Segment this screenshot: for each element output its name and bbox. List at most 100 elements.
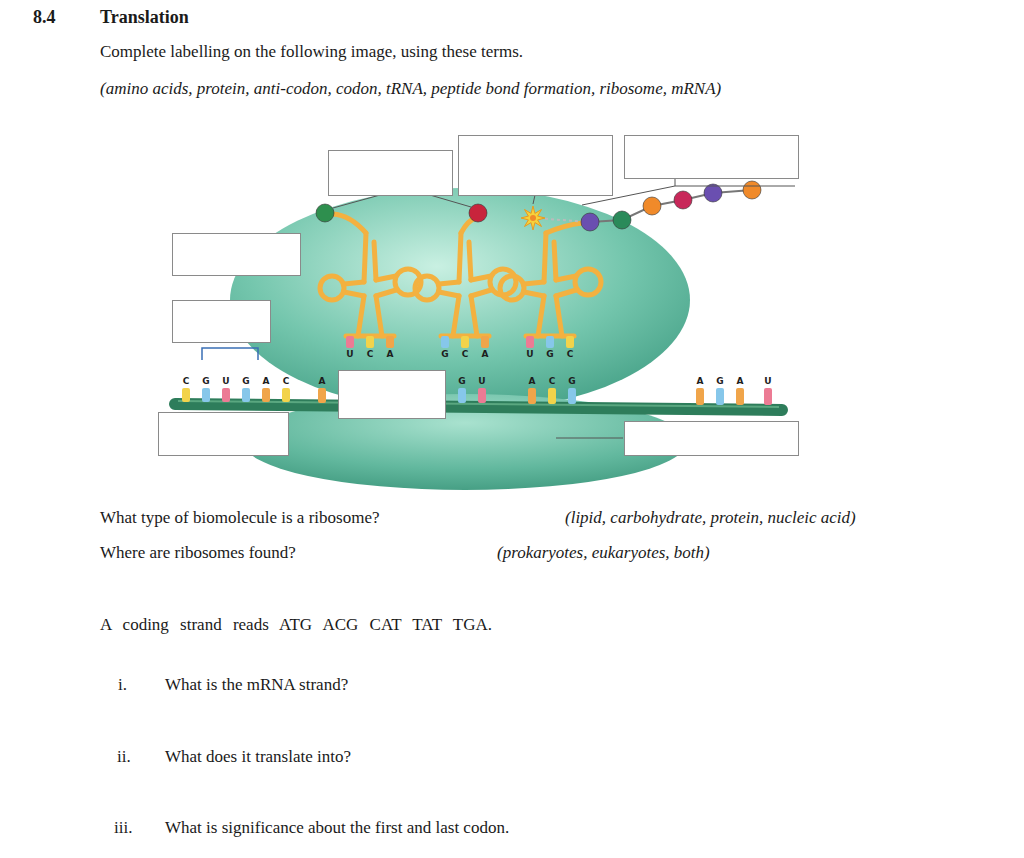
illustration-part	[526, 336, 534, 348]
section-number: 8.4	[33, 7, 56, 27]
anticodon-base: A	[387, 349, 394, 360]
illustration-part	[159, 413, 289, 456]
mrna-base: A	[737, 376, 744, 387]
instruction: Complete labelling on the following imag…	[100, 42, 523, 62]
illustration-part	[582, 178, 795, 205]
item-number: ii.	[117, 747, 131, 767]
illustration-part	[533, 195, 535, 204]
illustration-part	[478, 388, 486, 403]
illustration-part	[481, 336, 489, 348]
illustration-part	[546, 336, 554, 348]
mrna-base: U	[222, 376, 229, 387]
anticodon-base: U	[526, 349, 533, 360]
illustration-part	[736, 388, 744, 405]
question: What does it translate into?	[165, 747, 351, 767]
illustration-part	[625, 422, 799, 456]
question: What type of biomolecule is a ribosome?	[100, 508, 379, 528]
question: What is the mRNA strand?	[165, 675, 348, 695]
illustration-part	[262, 388, 270, 402]
illustration-part	[500, 233, 601, 336]
illustration-part	[173, 301, 271, 343]
mrna-base: A	[263, 376, 270, 387]
mrna-base: U	[764, 376, 771, 387]
anticodon-bases	[346, 336, 574, 348]
illustration-part	[329, 151, 453, 196]
illustration-part	[282, 388, 290, 402]
illustration-part	[556, 438, 623, 439]
mrna-base: A	[697, 376, 704, 387]
illustration-part	[346, 336, 354, 348]
illustration-part	[458, 388, 466, 403]
mrna-base: G	[242, 376, 249, 387]
peptide-bond-star	[521, 206, 545, 230]
item-number: iii.	[114, 818, 132, 838]
illustration-part	[469, 204, 487, 222]
anticodon-base: U	[346, 349, 353, 360]
illustration-part	[339, 371, 446, 419]
mrna-base: U	[478, 376, 485, 387]
trna-molecules	[320, 214, 601, 336]
question-stem: A coding strand reads ATG ACG CAT TAT TG…	[100, 615, 492, 635]
leader-lines	[333, 178, 795, 438]
mrna-base: A	[319, 376, 326, 387]
illustration-part	[333, 195, 380, 208]
illustration-part	[242, 388, 250, 402]
mrna-base: C	[283, 376, 290, 387]
anticodon-base: A	[482, 349, 489, 360]
mrna-base: G	[716, 376, 723, 387]
illustration-part	[625, 136, 799, 179]
illustration-part	[581, 213, 599, 231]
mrna-bases	[182, 388, 772, 405]
illustration-part	[643, 197, 661, 215]
illustration-part	[222, 388, 230, 402]
item-number: i.	[118, 675, 127, 695]
section-title: Translation	[100, 7, 189, 27]
anticodon-base: C	[367, 349, 374, 360]
illustration-part	[461, 336, 469, 348]
answer-options: (lipid, carbohydrate, protein, nucleic a…	[565, 508, 856, 528]
illustration-part	[528, 388, 536, 404]
illustration-part	[716, 388, 724, 405]
illustration-part	[430, 195, 471, 207]
illustration-part	[333, 214, 366, 233]
anticodon-base: G	[546, 349, 553, 360]
illustration-part	[320, 233, 421, 336]
illustration-part	[764, 388, 772, 405]
illustration-part	[316, 204, 334, 222]
illustration-part	[318, 388, 326, 403]
answer-options: (prokaryotes, eukaryotes, both)	[497, 543, 710, 563]
mrna-base: G	[202, 376, 209, 387]
illustration-part	[173, 234, 301, 276]
question: What is significance about the first and…	[165, 818, 509, 838]
mrna-base: C	[183, 376, 190, 387]
mrna-base: A	[529, 376, 536, 387]
anticodon-base: C	[567, 349, 574, 360]
illustration-part	[704, 184, 722, 202]
illustration-part	[696, 388, 704, 405]
illustration-part	[546, 223, 582, 233]
mrna-base: G	[458, 376, 465, 387]
large-subunit	[230, 188, 690, 412]
anticodon-base: G	[441, 349, 448, 360]
illustration-part	[202, 388, 210, 402]
illustration-part	[441, 336, 449, 348]
illustration-part	[386, 336, 394, 348]
illustration-part	[568, 388, 576, 404]
illustration-part	[674, 191, 692, 209]
anticodon-base: C	[462, 349, 469, 360]
illustration-part	[459, 136, 613, 196]
illustration-part	[366, 336, 374, 348]
illustration-part	[566, 336, 574, 348]
peptide-bond-centre	[530, 215, 536, 221]
illustration-part	[182, 388, 190, 402]
question: Where are ribosomes found?	[100, 543, 296, 563]
mrna-base: C	[549, 376, 556, 387]
term-list: (amino acids, protein, anti-codon, codon…	[100, 79, 721, 99]
illustration-part	[613, 211, 631, 229]
illustration-part	[548, 388, 556, 404]
answer-boxes	[159, 136, 799, 456]
codon-bracket	[202, 348, 258, 360]
illustration-part	[743, 181, 761, 199]
